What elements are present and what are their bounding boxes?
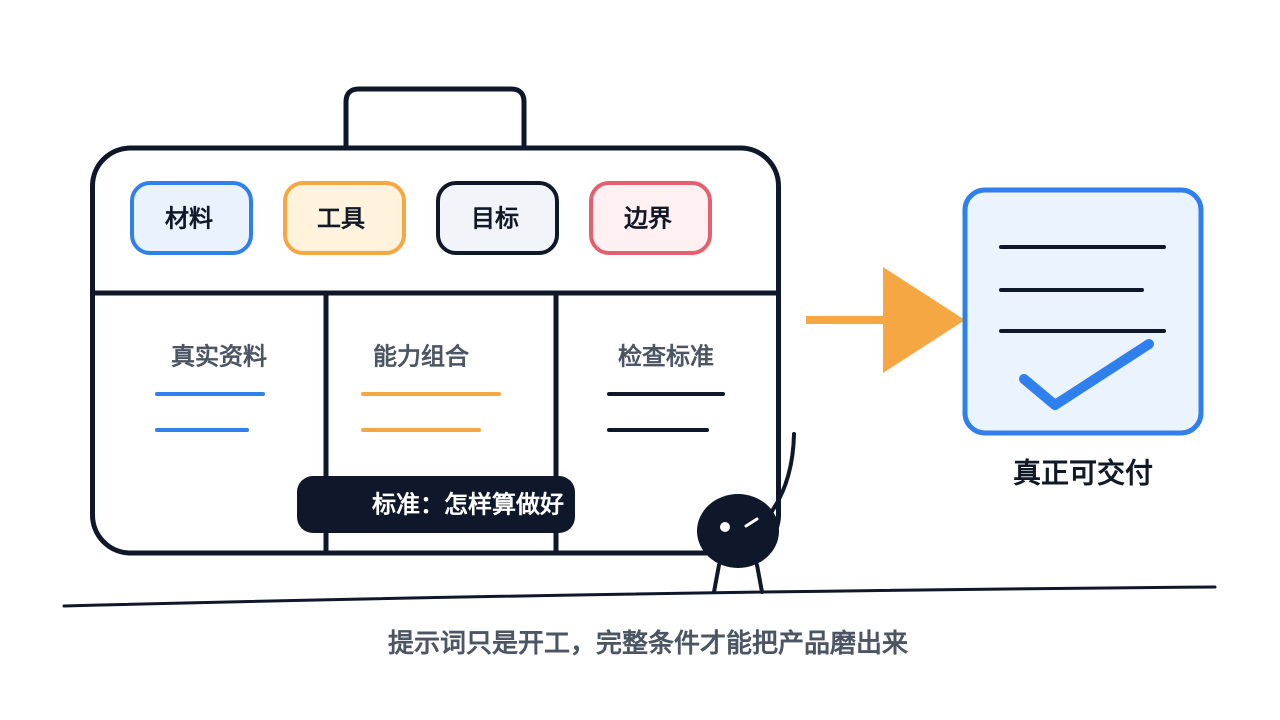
compartment-real-materials: 真实资料 bbox=[155, 343, 267, 432]
tag-label: 材料 bbox=[165, 206, 213, 233]
character-leg bbox=[712, 563, 721, 594]
tag-tools: 工具 bbox=[283, 181, 406, 255]
character-icon bbox=[697, 432, 796, 594]
toolbox-handle bbox=[343, 86, 527, 151]
criteria-banner-text: 标准：怎样算做好 bbox=[372, 491, 564, 519]
toolbox: 材料 工具 目标 边界 真实资料 能力组合 检查标准 bbox=[90, 86, 781, 556]
character-eye bbox=[744, 517, 759, 528]
criteria-banner: 标准：怎样算做好 bbox=[297, 476, 575, 533]
tag-goal: 目标 bbox=[436, 181, 559, 255]
arrow-right-icon bbox=[806, 267, 965, 373]
character-eye bbox=[720, 522, 730, 532]
character-leg bbox=[755, 563, 764, 594]
compartment-capabilities: 能力组合 bbox=[361, 343, 501, 432]
tag-materials: 材料 bbox=[130, 181, 253, 255]
checked-document-icon bbox=[962, 187, 1204, 436]
caption: 提示词只是开工，完整条件才能把产品磨出来 bbox=[388, 628, 909, 658]
compartment-label: 检查标准 bbox=[618, 343, 714, 371]
ground-line bbox=[62, 585, 1217, 608]
checkmark-icon bbox=[1019, 339, 1154, 410]
tag-label: 目标 bbox=[471, 206, 519, 233]
compartment-label: 能力组合 bbox=[373, 343, 470, 371]
compartment-label: 真实资料 bbox=[171, 343, 267, 371]
character-antenna bbox=[768, 432, 796, 516]
compartment-check-criteria: 检查标准 bbox=[607, 343, 725, 432]
character-body bbox=[697, 494, 779, 568]
tag-label: 边界 bbox=[624, 206, 672, 233]
deliverable-label: 真正可交付 bbox=[1013, 457, 1153, 489]
tag-boundary: 边界 bbox=[589, 181, 712, 255]
tag-label: 工具 bbox=[317, 206, 365, 233]
